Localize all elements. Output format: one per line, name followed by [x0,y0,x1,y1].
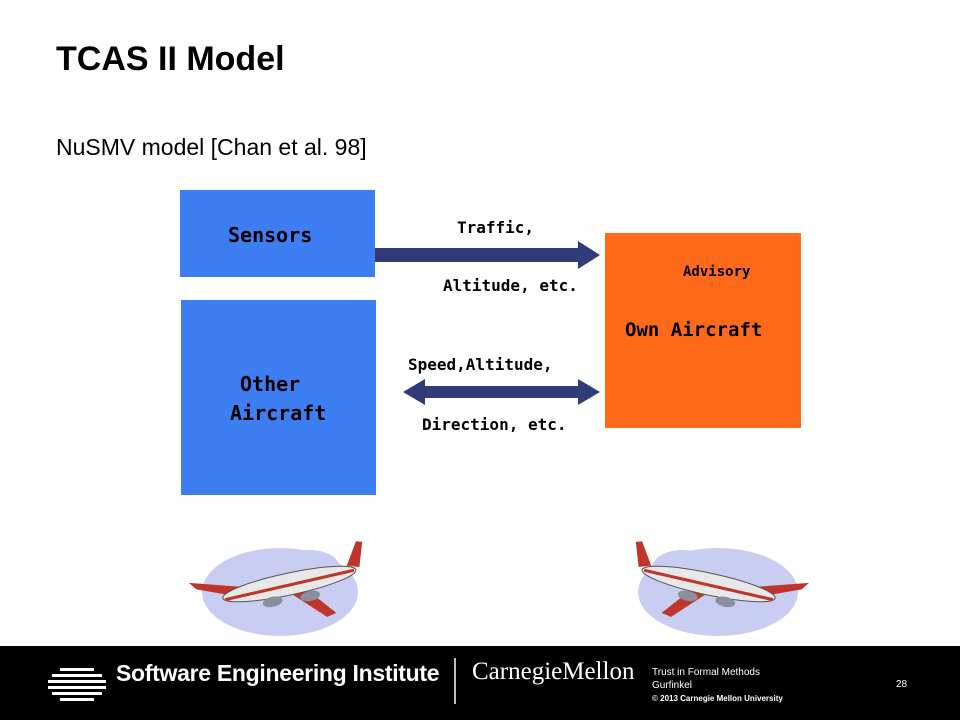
page-number: 28 [896,679,908,690]
copyright-text: © 2013 Carnegie Mellon University [652,694,783,703]
speed-double-arrow [403,379,600,405]
footer-bar: Software Engineering Institute CarnegieM… [0,646,960,720]
other-aircraft-label-line2: Aircraft [230,401,327,425]
sei-logo-icon [48,668,106,701]
right-airplane-image [635,541,810,636]
other-aircraft-label-line1: Other [240,372,301,396]
cmu-wordmark: CarnegieMellon [472,658,635,685]
other-aircraft-box [181,300,376,495]
slide-subtitle: NuSMV model [Chan et al. 98] [56,134,367,160]
own-aircraft-box [605,233,801,428]
sensors-box [180,190,375,277]
altitude-etc-label: Altitude, etc. [443,276,578,295]
footer-divider [454,658,456,704]
speed-altitude-label: Speed,Altitude, [408,355,553,374]
direction-etc-label: Direction, etc. [422,415,567,434]
traffic-label: Traffic, [457,218,535,237]
sensors-label: Sensors [228,223,313,247]
author-name: Gurfinkel [652,680,693,691]
traffic-arrow [375,241,600,269]
course-title: Trust in Formal Methods [652,667,760,678]
own-aircraft-label: Own Aircraft [625,319,763,341]
slide-title: TCAS II Model [56,40,285,78]
advisory-label: Advisory [683,264,751,280]
footer-info: Trust in Formal Methods Gurfinkel © 2013… [652,666,783,705]
sei-name: Software Engineering Institute [116,660,440,686]
left-airplane-image [188,541,363,636]
